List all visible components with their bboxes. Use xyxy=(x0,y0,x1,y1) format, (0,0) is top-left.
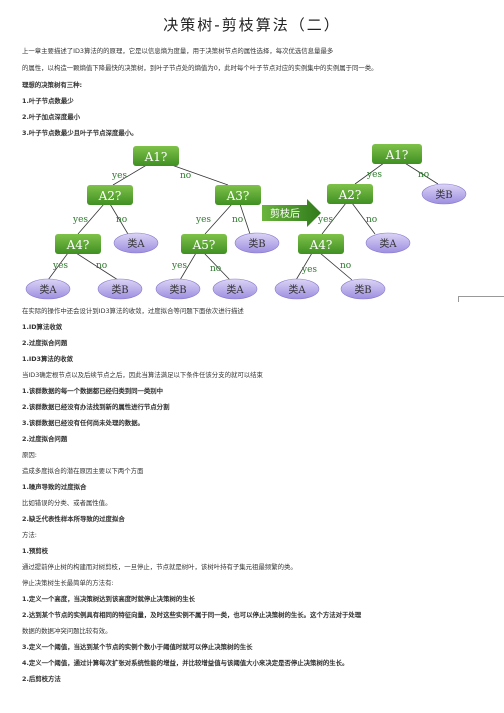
page-edge-marker xyxy=(458,296,504,298)
node-a2-right: A2? xyxy=(327,184,373,204)
svg-text:no: no xyxy=(96,261,107,271)
leaf-a4-yes-right: 类A xyxy=(274,278,320,300)
body-line: 2.缺乏代表性样本所导致的过度拟合 xyxy=(22,515,125,523)
svg-text:no: no xyxy=(366,215,377,225)
body-line: 通过提前停止树的构建而对树剪枝，一旦停止，节点就是树叶，该树叶持有子集元祖最频繁… xyxy=(22,563,297,571)
node-a1-right: A1? xyxy=(372,144,422,164)
leaf-a1-no-right: 类B xyxy=(421,183,467,205)
svg-text:yes: yes xyxy=(72,215,88,225)
leaf-a2-no-left: 类A xyxy=(113,232,159,254)
leaf-a5-no-left: 类A xyxy=(212,278,258,300)
leaf-a4-no-right: 类B xyxy=(340,278,386,300)
leaf-a3-no-left: 类B xyxy=(234,232,280,254)
body-line: 2.过度拟合问题 xyxy=(22,339,68,347)
body-line: 比如错误的分类、或者属性值。 xyxy=(22,499,112,507)
intro-line: 2.叶子加点深度最小 xyxy=(22,113,80,121)
body-line: 停止决策树生长最简单的方法有: xyxy=(22,579,114,587)
body-line: 3.定义一个阈值，当达到某个节点的实例个数小于阈值时就可以停止决策树的生长 xyxy=(22,643,253,651)
intro-line: 3.叶子节点数最少且叶子节点深度最小。 xyxy=(22,129,138,137)
svg-text:no: no xyxy=(232,215,243,225)
node-label: A1? xyxy=(385,148,409,162)
node-a3-left: A3? xyxy=(215,185,261,205)
page-edge-marker xyxy=(458,296,460,302)
svg-text:yes: yes xyxy=(301,265,317,275)
prune-label: 剪枝后 xyxy=(270,207,300,220)
leaf-label: 类A xyxy=(288,283,306,296)
body-line: 1.噪声导致的过度拟合 xyxy=(22,483,87,491)
svg-text:no: no xyxy=(418,170,429,180)
svg-text:yes: yes xyxy=(317,215,333,225)
body-line: 3.该群数据已经没有任何尚未处理的数据。 xyxy=(22,419,144,427)
right-edge-labels: yes no yes no yes no xyxy=(301,170,429,275)
body-line: 当ID3确定根节点以及后续节点之后，因此当算法满足以下条件任该分支的就可以结束 xyxy=(22,371,263,379)
intro-line: 理想的决策树有三种: xyxy=(22,81,83,89)
leaf-a2-no-right: 类A xyxy=(365,232,411,254)
svg-text:yes: yes xyxy=(195,215,211,225)
intro-line: 上一章主要描述了ID3算法的的原理，它是以信息熵为度量，用于决策树节点的属性选择… xyxy=(22,47,334,55)
leaf-label: 类B xyxy=(248,237,265,250)
svg-text:no: no xyxy=(210,264,221,274)
leaf-label: 类A xyxy=(39,283,57,296)
leaf-a5-yes-left: 类B xyxy=(155,278,201,300)
leaf-label: 类A xyxy=(127,237,145,250)
prune-arrow: 剪枝后 xyxy=(262,199,321,227)
leaf-label: 类B xyxy=(169,283,186,296)
leaf-label: 类A xyxy=(379,237,397,250)
body-line: 数据的数据冲突问题比较有效。 xyxy=(22,627,112,635)
body-line: 1.该群数据的每一个数据都已经归类到同一类别中 xyxy=(22,387,164,395)
node-label: A2? xyxy=(338,188,362,202)
leaf-label: 类B xyxy=(354,283,371,296)
svg-text:yes: yes xyxy=(52,261,68,271)
node-a1-left: A1? xyxy=(133,146,179,166)
intro-line: 的属性，以构造一颗熵值下降最快的决策树，到叶子节点处的熵值为0，此时每个叶子节点… xyxy=(22,64,378,72)
body-line: 2.后剪枝方法 xyxy=(22,675,61,683)
body-line: 4.定义一个阈值，通过计算每次扩张对系统性能的增益，并比较增益值与该阈值大小来决… xyxy=(22,659,349,667)
svg-text:no: no xyxy=(116,215,127,225)
body-line: 造成多度拟合的潜在原因主要以下两个方面 xyxy=(22,467,144,475)
node-a2-left: A2? xyxy=(87,185,133,205)
body-line: 1.ID算法收敛 xyxy=(22,323,63,331)
leaf-a4-no-left: 类B xyxy=(97,278,143,300)
body-line: 1.定义一个高度，当决策树达到该高度时就停止决策树的生长 xyxy=(22,595,196,603)
body-line: 2.过度拟合问题 xyxy=(22,435,68,443)
svg-text:no: no xyxy=(340,261,351,271)
svg-text:yes: yes xyxy=(111,171,127,181)
body-line: 1.ID3算法的收敛 xyxy=(22,355,73,363)
node-label: A4? xyxy=(309,238,333,252)
node-label: A2? xyxy=(98,189,122,203)
body-line: 原因: xyxy=(22,451,37,459)
svg-text:yes: yes xyxy=(366,170,382,180)
body-line: 2.该群数据已经没有办法找到新的属性进行节点分割 xyxy=(22,403,170,411)
body-line: 在实际的操作中还会设计到ID3算法的收敛，过度拟合等问题下面依次进行描述 xyxy=(22,307,244,315)
page-title: 决策树-剪枝算法（二） xyxy=(163,16,341,34)
node-label: A4? xyxy=(66,238,90,252)
leaf-label: 类A xyxy=(226,283,244,296)
leaf-a4-yes-left: 类A xyxy=(25,278,71,300)
svg-text:no: no xyxy=(180,171,191,181)
intro-line: 1.叶子节点数最少 xyxy=(22,97,74,105)
leaf-label: 类B xyxy=(111,283,128,296)
node-a4-right: A4? xyxy=(298,234,344,254)
svg-text:yes: yes xyxy=(171,261,187,271)
node-label: A5? xyxy=(192,238,216,252)
node-label: A3? xyxy=(226,189,250,203)
body-line: 1.预剪枝 xyxy=(22,547,49,555)
node-a4-left: A4? xyxy=(55,234,101,254)
node-a5-left: A5? xyxy=(181,234,227,254)
node-label: A1? xyxy=(144,150,168,164)
body-line: 2.达到某个节点的实例具有相同的特征向量，及时这些实例不属于同一类，也可以停止决… xyxy=(22,611,362,619)
left-edge-labels: yes no yes no yes no yes no yes no xyxy=(52,171,243,274)
body-line: 方法: xyxy=(22,531,37,539)
left-tree-edges xyxy=(47,162,251,281)
leaf-label: 类B xyxy=(435,188,452,201)
